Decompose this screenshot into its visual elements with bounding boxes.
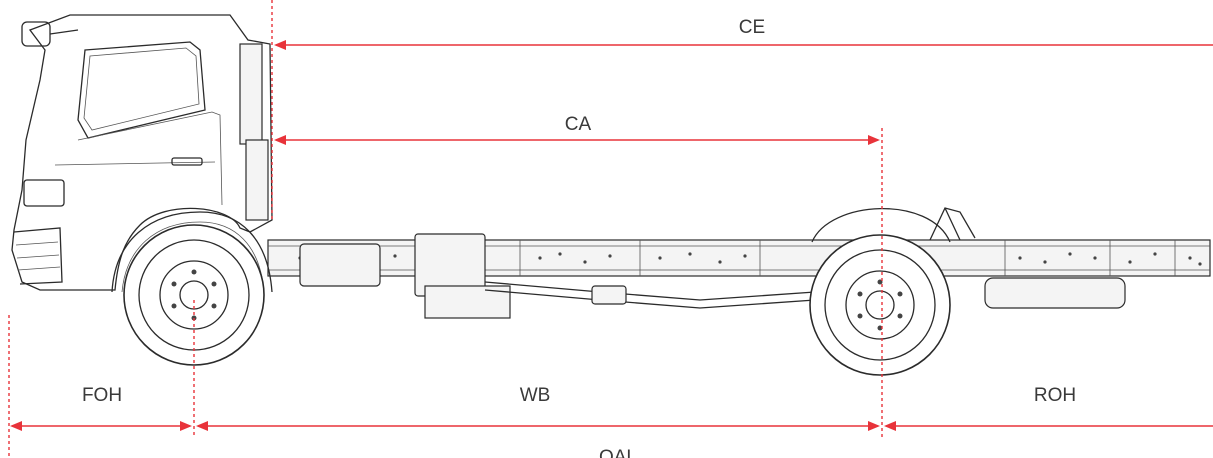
dimension-wb: WB: [196, 385, 880, 431]
rear-bracket: [929, 207, 976, 241]
chassis-frame: [267, 239, 1211, 277]
cab: [11, 14, 273, 293]
wb-label: WB: [520, 385, 551, 406]
reference-lines: [8, 0, 883, 458]
ca-label: CA: [565, 114, 592, 135]
oal-label: OAL: [599, 447, 637, 458]
drivetrain: [299, 233, 1126, 319]
ce-label: CE: [739, 17, 765, 38]
truck-illustration: [11, 14, 1211, 376]
rear-wheel: [809, 234, 951, 376]
dimension-foh: FOH: [10, 385, 192, 431]
dimension-ca: CA: [274, 114, 880, 145]
dimension-oal: OAL: [599, 447, 637, 458]
dimension-roh: ROH: [884, 385, 1213, 431]
rear-fender: [811, 207, 951, 243]
roh-label: ROH: [1034, 385, 1076, 406]
dimension-ce: CE: [274, 17, 1213, 50]
foh-label: FOH: [82, 385, 122, 406]
front-wheel: [123, 224, 265, 366]
